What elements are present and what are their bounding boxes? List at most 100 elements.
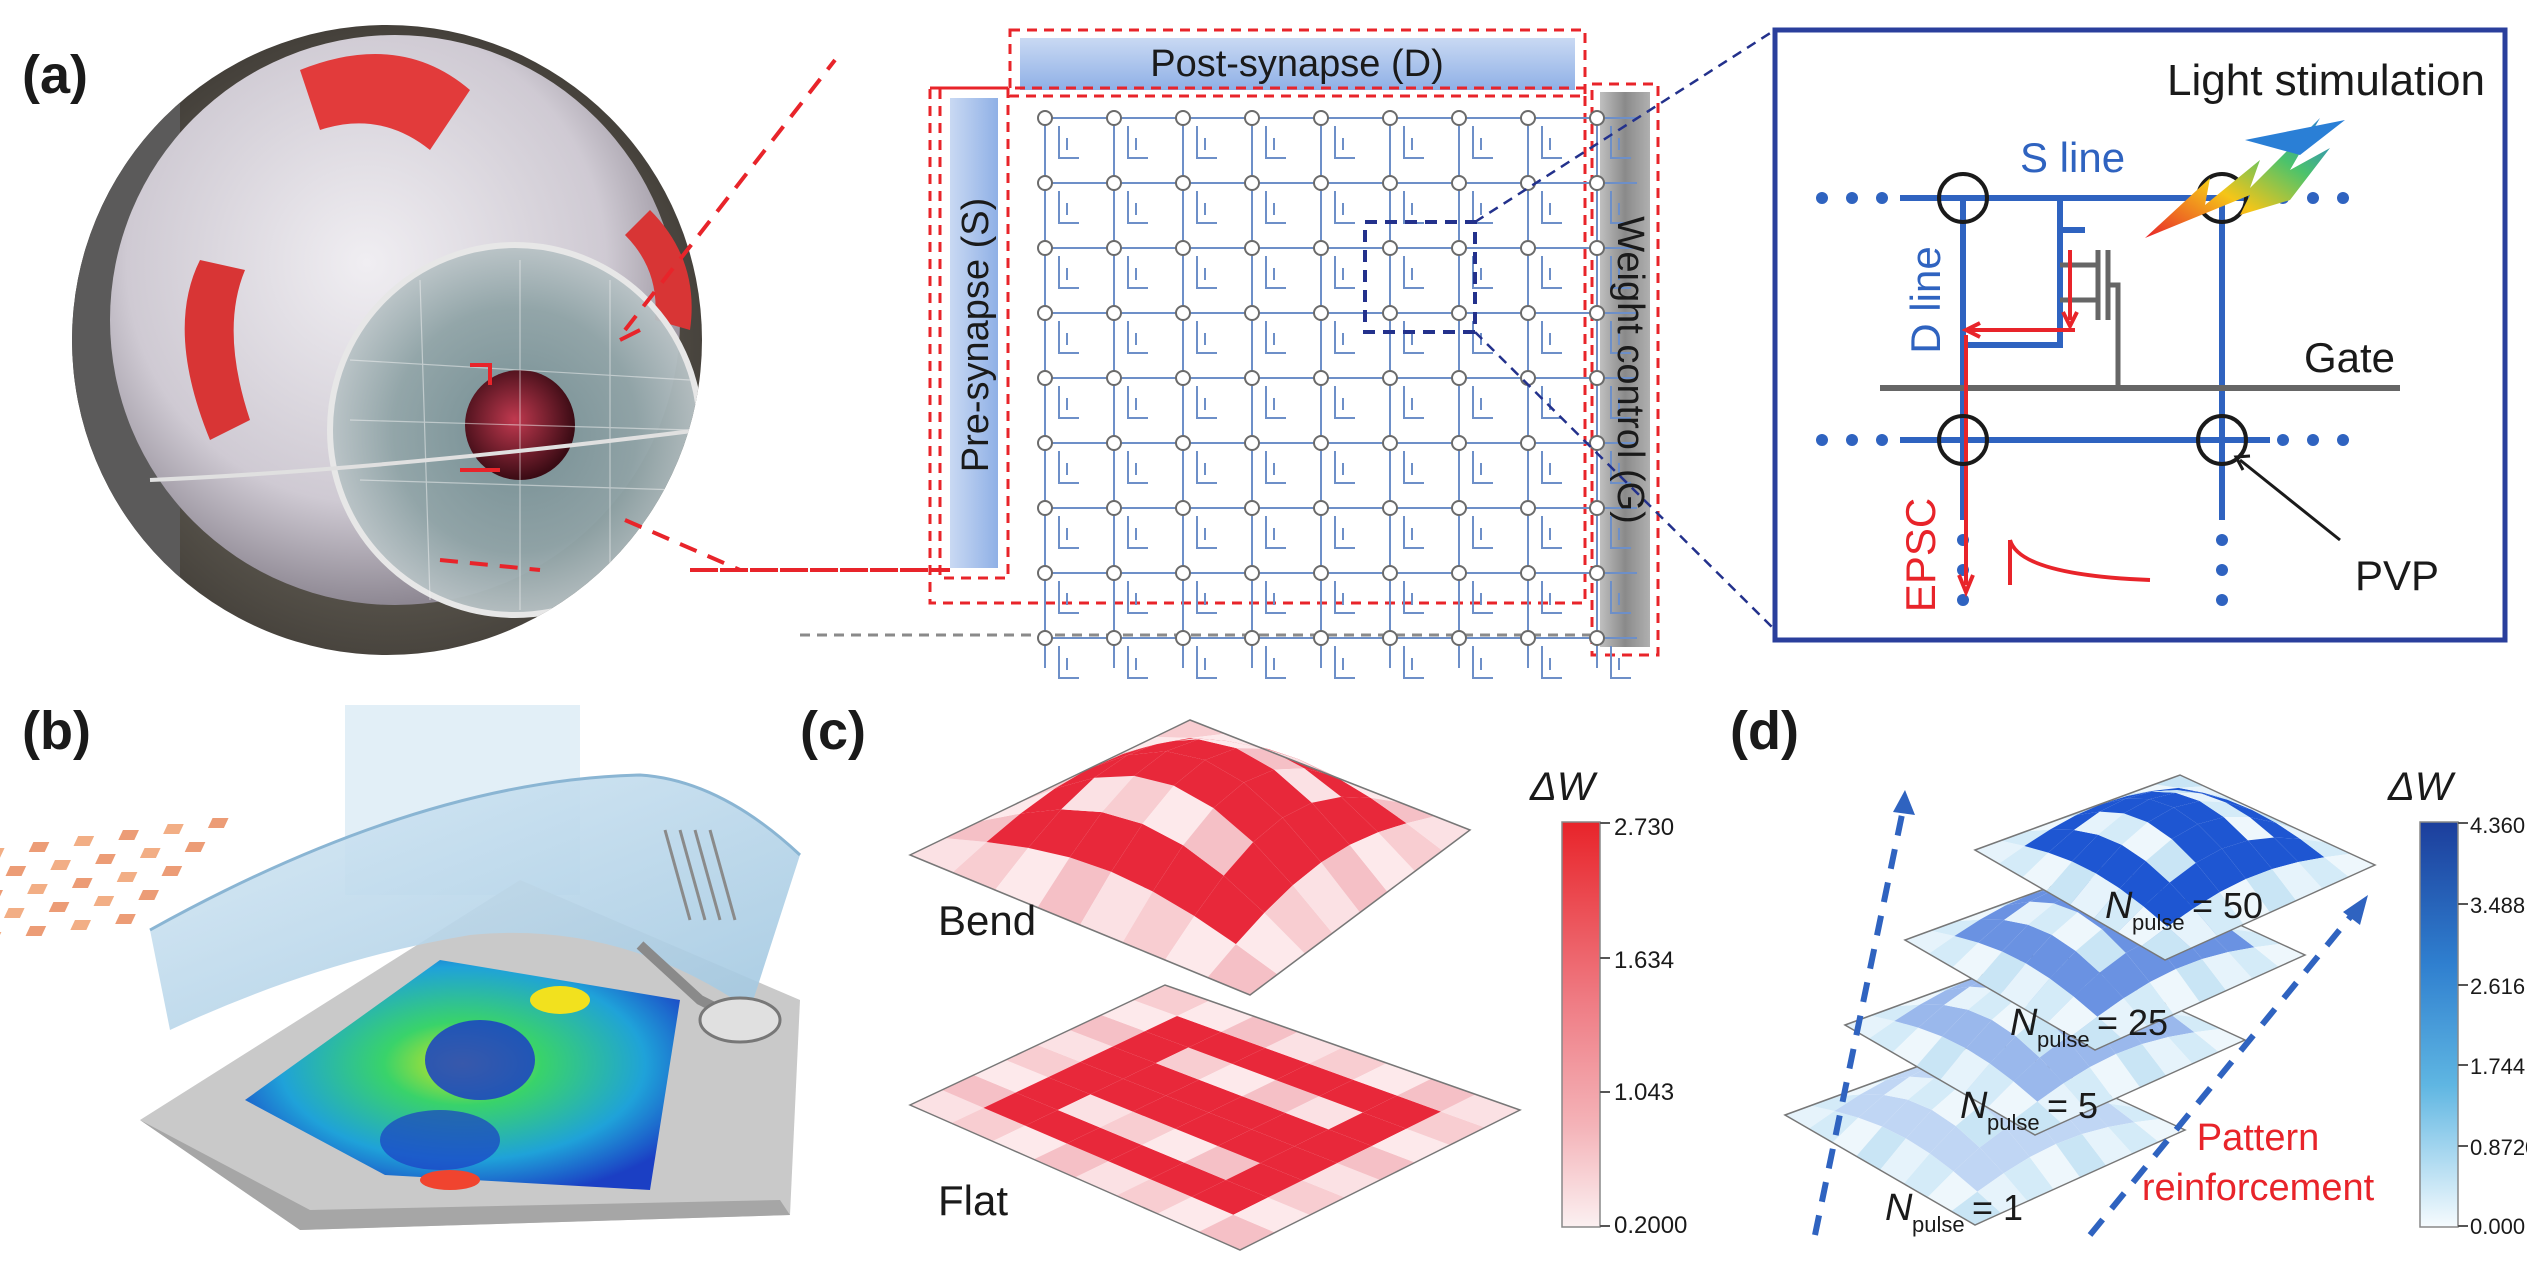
surface-cell	[2171, 824, 2222, 863]
surface-cell	[2099, 952, 2150, 999]
surface-cell	[2202, 951, 2253, 991]
epsc-label: EPSC	[1897, 498, 1944, 612]
surface-cell	[1920, 986, 1970, 1005]
surface-cell	[1810, 1094, 1861, 1112]
surface-cell	[2115, 1043, 2167, 1088]
surface-cell	[1188, 1031, 1266, 1064]
crossbar-node	[1106, 175, 1122, 191]
surface-cell	[1282, 802, 1350, 863]
surface-cell	[2013, 1057, 2064, 1102]
surface-cell	[2004, 901, 2054, 925]
crossbar-node	[1520, 110, 1536, 126]
crossbar-node	[1451, 630, 1467, 646]
surface-cell	[1127, 739, 1199, 756]
surface-cell	[2151, 790, 2202, 794]
surface-cell	[2123, 982, 2174, 1027]
surface-cell	[1025, 1110, 1100, 1144]
pre-synapse-bar	[950, 98, 998, 568]
surface-cell	[1112, 1031, 1189, 1064]
surface-cell	[2247, 837, 2299, 869]
eye-to-array-connectors	[439, 58, 950, 572]
reinforcement-arrows	[1812, 799, 2363, 1237]
surface-cell	[1928, 936, 1979, 968]
surface-cell	[1198, 1063, 1276, 1097]
film-pad	[116, 872, 138, 882]
surface-cell	[1294, 1129, 1372, 1164]
surface-cell	[2039, 1037, 2090, 1084]
surface-cell	[2002, 924, 2052, 964]
surface-cell	[1916, 1036, 1966, 1080]
surface-cell	[1918, 1005, 1968, 1037]
surface-cell	[2015, 1013, 2066, 1058]
surface-cell	[1264, 885, 1333, 954]
crossbar-node	[1520, 565, 1536, 581]
surface-cell	[1205, 748, 1275, 783]
surface-cell	[2048, 830, 2098, 862]
surface-cell	[1260, 1146, 1338, 1181]
surface-cell	[2230, 928, 2281, 948]
surface-cell	[2143, 882, 2194, 927]
svg-text:N: N	[1885, 1187, 1913, 1229]
surface-cell	[1980, 901, 2030, 920]
surface-cell	[1808, 1111, 1859, 1143]
surface-cell	[1940, 1048, 1990, 1094]
crossbar-node	[1520, 240, 1536, 256]
surface-cell	[2170, 1013, 2221, 1033]
surface-cell	[1275, 1063, 1354, 1097]
pulse-label-25: N pulse = 25	[2010, 1002, 2168, 1052]
surface-cell	[1304, 768, 1371, 798]
film-pad	[207, 818, 229, 828]
surface-cell	[2274, 837, 2325, 862]
transistor-symbol	[2060, 250, 2121, 388]
pre-synapse-label: Pre-synapse (S)	[955, 198, 997, 473]
surface-cell	[2047, 996, 2098, 1037]
crossbar-node	[1106, 435, 1122, 451]
film-pad	[50, 860, 71, 870]
crossbar-node	[1520, 630, 1536, 646]
surface-cell	[1175, 1112, 1252, 1146]
surface-cell	[980, 788, 1055, 822]
surface-cell	[2121, 822, 2172, 861]
surface-cell	[1183, 808, 1254, 876]
surface-cell	[1927, 1171, 1978, 1212]
surface-cell	[1198, 1214, 1275, 1250]
crossbar-node	[1313, 500, 1329, 516]
film-pad	[184, 842, 206, 852]
surface-cell	[1894, 1004, 1945, 1028]
crossbar-node	[1589, 240, 1605, 256]
surface-cell	[2149, 968, 2200, 1015]
surface-cell	[1225, 1163, 1303, 1198]
surface-cell	[1892, 1027, 1943, 1067]
surface-cell	[1108, 1145, 1184, 1180]
crossbar-node	[1313, 240, 1329, 256]
crossbar-node	[1520, 305, 1536, 321]
surface-cell	[2022, 852, 2073, 892]
crossbar-node	[1313, 565, 1329, 581]
crossbar-node	[1244, 175, 1260, 191]
film-pad	[71, 878, 93, 888]
surface-cell	[1236, 748, 1305, 770]
svg-text:= 5: = 5	[2047, 1085, 2098, 1126]
surface-cell	[1020, 777, 1095, 814]
surface-cell	[2023, 978, 2074, 1023]
circuit-detail: Light stimulation S line D line Gate EPS…	[1772, 27, 2508, 643]
surface-cell	[1005, 1045, 1081, 1078]
surface-cell	[1905, 1109, 1956, 1154]
surface-cell	[1341, 796, 1407, 833]
surface-cell	[2119, 860, 2170, 907]
surface-cell	[1057, 1094, 1133, 1128]
crossbar-node	[1382, 370, 1398, 386]
svg-text:= 50: = 50	[2192, 885, 2263, 926]
surface-cell	[1165, 915, 1236, 978]
film-pad	[3, 908, 25, 918]
s-line-label: S line	[2020, 134, 2125, 181]
surface-cell	[2110, 1103, 2161, 1123]
crossbar-node	[1037, 565, 1053, 581]
crossbar-node	[1244, 370, 1260, 386]
lightning-bolt-icon	[2145, 118, 2330, 238]
surface-cell	[1144, 1015, 1222, 1048]
surface-cell	[1066, 1127, 1142, 1162]
surface-cell	[2074, 811, 2124, 835]
